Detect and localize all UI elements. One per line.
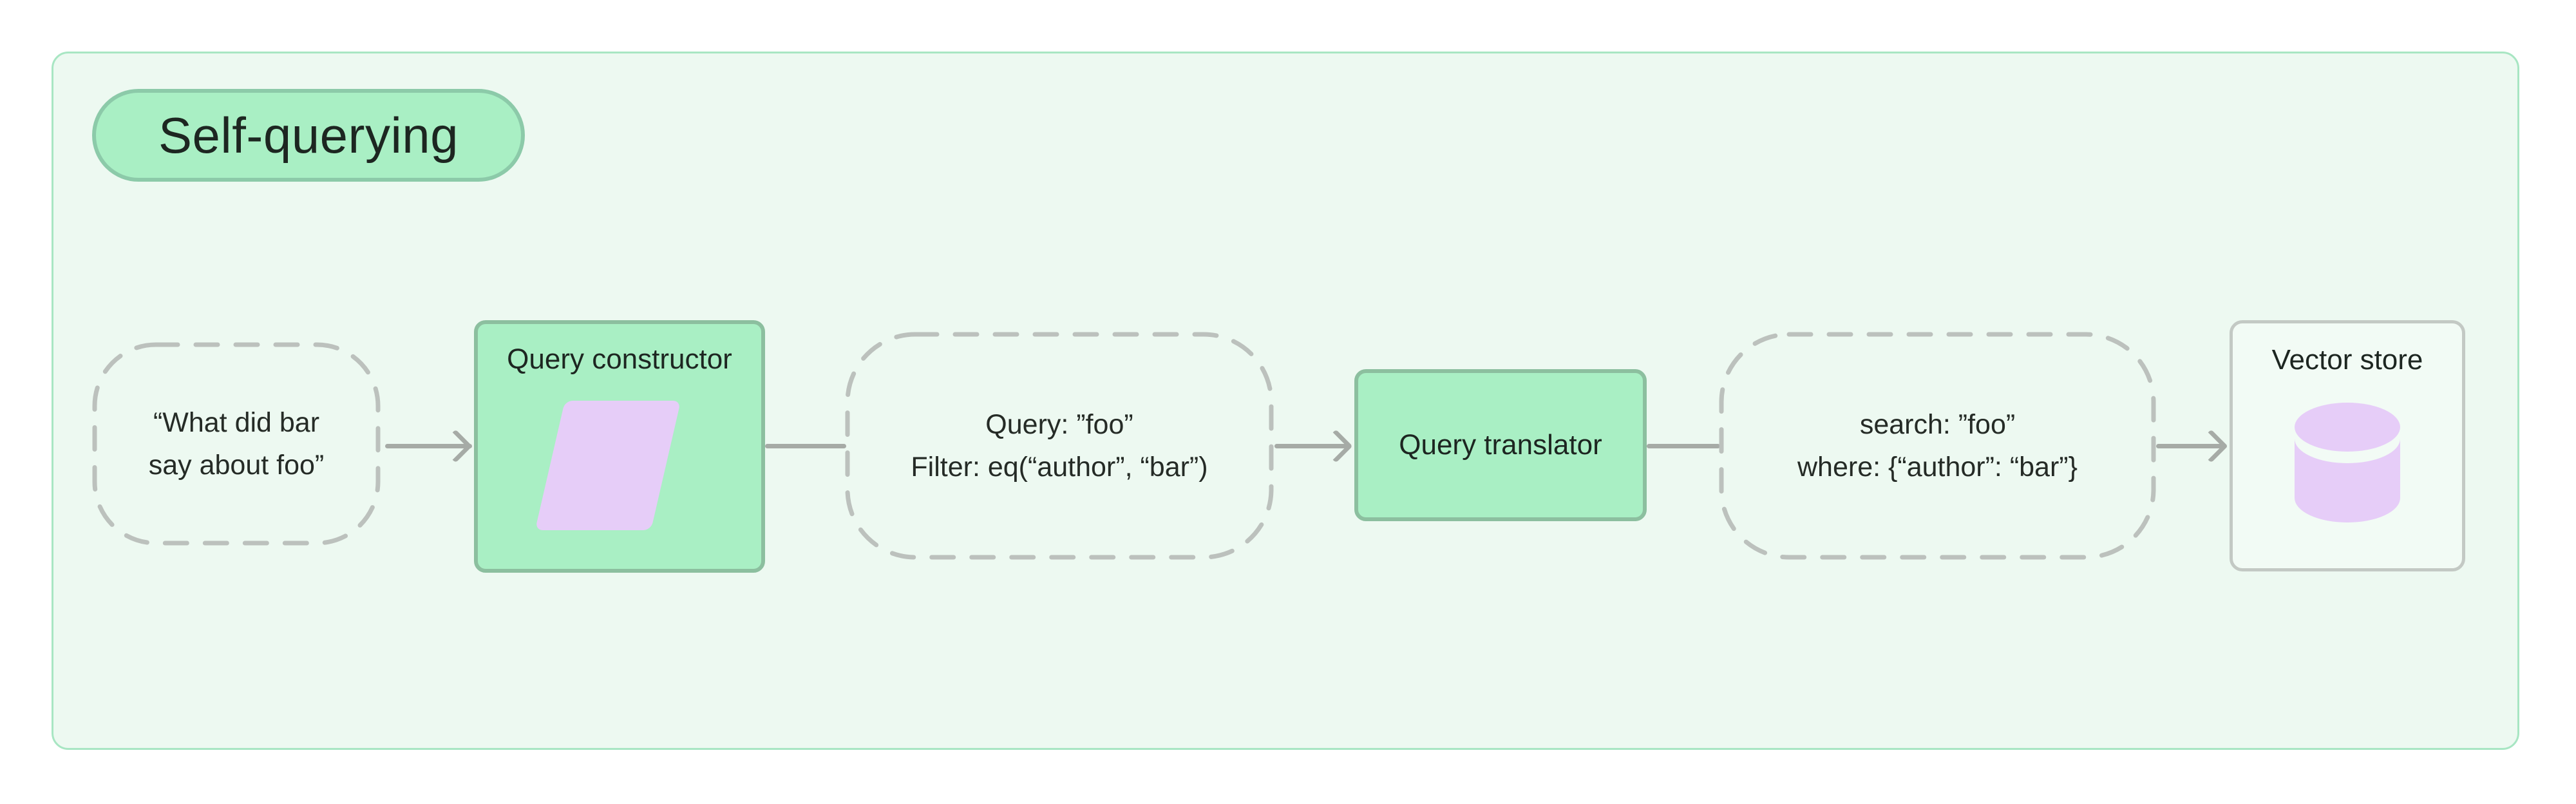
title-badge: Self-querying: [92, 89, 525, 182]
parallelogram-icon: [535, 401, 681, 530]
connector-translated-to-vectorstore: [2156, 444, 2227, 448]
dashed-border: [845, 332, 1274, 560]
node-translated-query: search: ”foo” where: {“author”: “bar”}: [1718, 331, 2157, 560]
node-vector-store: Vector store: [2230, 320, 2465, 571]
dashed-border: [92, 342, 381, 546]
translated-query-line-2: where: {“author”: “bar”}: [1797, 452, 2078, 483]
structured-query-line-1: Query: ”foo”: [985, 409, 1133, 440]
node-query-translator: Query translator: [1354, 369, 1647, 521]
node-query-constructor: Query constructor: [474, 320, 765, 573]
question-line-2: say about foo”: [148, 450, 325, 481]
query-constructor-label: Query constructor: [507, 343, 732, 375]
connector-structured-to-translator: [1274, 444, 1351, 448]
connector-translator-to-translated: [1647, 444, 1720, 448]
question-line-1: “What did bar: [153, 407, 320, 438]
database-icon: [2295, 403, 2400, 522]
diagram-title: Self-querying: [158, 106, 459, 164]
node-input-question: “What did bar say about foo”: [91, 341, 381, 546]
node-structured-query: Query: ”foo” Filter: eq(“author”, “bar”): [844, 331, 1274, 560]
vector-store-label: Vector store: [2271, 344, 2423, 376]
dashed-border: [1719, 332, 2156, 560]
structured-query-line-2: Filter: eq(“author”, “bar”): [911, 452, 1208, 483]
translated-query-line-1: search: ”foo”: [1859, 409, 2016, 440]
connector-question-to-constructor: [385, 444, 472, 448]
query-translator-label: Query translator: [1399, 429, 1602, 461]
connector-constructor-to-structured: [765, 444, 846, 448]
